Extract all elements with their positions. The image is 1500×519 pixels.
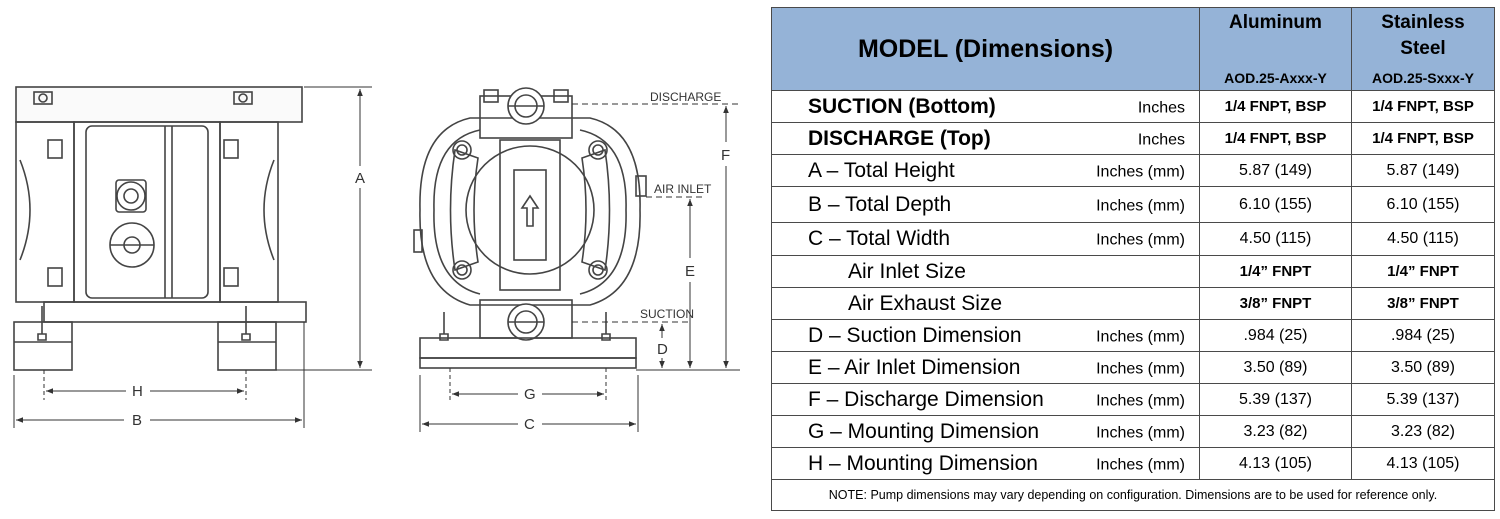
- row-unit: Inches (mm): [1096, 196, 1185, 214]
- table-row: Air Inlet Size 1/4” FNPT 1/4” FNPT: [771, 255, 1495, 288]
- stainless-value: 6.10 (155): [1351, 186, 1495, 223]
- row-label: B – Total Depth: [808, 192, 952, 216]
- stainless-material-label-line1: Stainless: [1381, 12, 1465, 33]
- row-label: F – Discharge Dimension: [808, 387, 1044, 411]
- row-label: DISCHARGE (Top): [808, 126, 991, 150]
- row-unit: Inches: [1137, 98, 1185, 116]
- stainless-header: Stainless Steel AOD.25-Sxxx-Y: [1351, 7, 1495, 91]
- side-view-dimensions: [13, 86, 372, 428]
- aluminum-value: 6.10 (155): [1199, 186, 1352, 223]
- stainless-value: 1/4 FNPT, BSP: [1351, 90, 1495, 123]
- row-unit: Inches (mm): [1096, 327, 1185, 345]
- row-label: E – Air Inlet Dimension: [808, 355, 1021, 379]
- dimension-label-b: B: [132, 412, 142, 429]
- aluminum-value: 1/4” FNPT: [1199, 255, 1352, 288]
- row-label: C – Total Width: [808, 227, 951, 250]
- stainless-model-code: AOD.25-Sxxx-Y: [1372, 70, 1474, 86]
- aluminum-value: 3/8” FNPT: [1199, 287, 1352, 320]
- note-row: NOTE: Pump dimensions may vary depending…: [771, 479, 1495, 511]
- side-view: [13, 86, 307, 371]
- table-row: C – Total Width Inches (mm) 4.50 (115) 4.…: [771, 222, 1495, 256]
- table-row: F – Discharge Dimension Inches (mm) 5.39 …: [771, 383, 1495, 416]
- table-row: E – Air Inlet Dimension Inches (mm) 3.50 …: [771, 351, 1495, 384]
- table-note: NOTE: Pump dimensions may vary depending…: [771, 479, 1495, 511]
- stainless-value: 1/4” FNPT: [1351, 255, 1495, 288]
- aluminum-value: 1/4 FNPT, BSP: [1199, 90, 1352, 123]
- row-label: H – Mounting Dimension: [808, 451, 1038, 475]
- front-view-dimensions: [419, 103, 740, 432]
- table-row: DISCHARGE (Top) Inches 1/4 FNPT, BSP 1/4 …: [771, 122, 1495, 155]
- aluminum-value: 3.23 (82): [1199, 415, 1352, 448]
- aluminum-value: 4.50 (115): [1199, 222, 1352, 256]
- aluminum-value: 5.87 (149): [1199, 154, 1352, 187]
- table-row: SUCTION (Bottom) Inches 1/4 FNPT, BSP 1/4…: [771, 90, 1495, 123]
- table-row: H – Mounting Dimension Inches (mm) 4.13 (…: [771, 447, 1495, 480]
- table-row: Air Exhaust Size 3/8” FNPT 3/8” FNPT: [771, 287, 1495, 320]
- pump-dimension-drawing: DISCHARGE AIR INLET SUCTION A F E D H B …: [13, 86, 740, 433]
- table-row: D – Suction Dimension Inches (mm) .984 (2…: [771, 319, 1495, 352]
- model-header: MODEL (Dimensions): [771, 7, 1200, 91]
- dimension-label-g: G: [524, 386, 536, 403]
- dimension-label-f: F: [721, 147, 730, 164]
- dimension-label-d: D: [657, 341, 668, 358]
- stainless-value: 5.87 (149): [1351, 154, 1495, 187]
- aluminum-value: 4.13 (105): [1199, 447, 1352, 480]
- stainless-value: .984 (25): [1351, 319, 1495, 352]
- stainless-value: 3/8” FNPT: [1351, 287, 1495, 320]
- aluminum-value: 5.39 (137): [1199, 383, 1352, 416]
- row-unit: Inches (mm): [1096, 455, 1185, 473]
- stainless-value: 3.50 (89): [1351, 351, 1495, 384]
- stainless-value: 5.39 (137): [1351, 383, 1495, 416]
- row-unit: Inches (mm): [1096, 162, 1185, 180]
- dimension-label-a: A: [355, 170, 365, 187]
- row-unit: Inches (mm): [1096, 231, 1185, 249]
- aluminum-material-label: Aluminum: [1229, 12, 1322, 33]
- table-row: B – Total Depth Inches (mm) 6.10 (155) 6.…: [771, 186, 1495, 223]
- row-label: D – Suction Dimension: [808, 323, 1022, 347]
- stainless-material-label-line2: Steel: [1400, 38, 1446, 59]
- table-header-row: MODEL (Dimensions) Aluminum AOD.25-Axxx-…: [771, 7, 1495, 91]
- table-row: A – Total Height Inches (mm) 5.87 (149) 5…: [771, 154, 1495, 187]
- aluminum-value: 3.50 (89): [1199, 351, 1352, 384]
- row-unit: Inches (mm): [1096, 391, 1185, 409]
- row-label: Air Inlet Size: [848, 259, 966, 283]
- row-label: SUCTION (Bottom): [808, 94, 996, 118]
- row-label: A – Total Height: [808, 158, 955, 182]
- row-label: G – Mounting Dimension: [808, 419, 1040, 443]
- aluminum-model-code: AOD.25-Axxx-Y: [1224, 70, 1327, 86]
- callout-air-inlet: AIR INLET: [654, 182, 712, 196]
- dimension-label-c: C: [524, 416, 535, 433]
- row-unit: Inches (mm): [1096, 359, 1185, 377]
- stainless-value: 4.50 (115): [1351, 222, 1495, 256]
- aluminum-value: .984 (25): [1199, 319, 1352, 352]
- stainless-value: 1/4 FNPT, BSP: [1351, 122, 1495, 155]
- dimension-spec-table: MODEL (Dimensions) Aluminum AOD.25-Axxx-…: [771, 7, 1495, 511]
- row-unit: Inches (mm): [1096, 423, 1185, 441]
- aluminum-header: Aluminum AOD.25-Axxx-Y: [1199, 7, 1352, 91]
- table-row: G – Mounting Dimension Inches (mm) 3.23 (…: [771, 415, 1495, 448]
- aluminum-value: 1/4 FNPT, BSP: [1199, 122, 1352, 155]
- front-view: [413, 87, 647, 369]
- callout-discharge: DISCHARGE: [650, 90, 721, 104]
- row-label: Air Exhaust Size: [848, 291, 1003, 315]
- dimension-label-e: E: [685, 263, 695, 280]
- callout-suction: SUCTION: [640, 307, 694, 321]
- row-unit: Inches: [1137, 130, 1185, 148]
- stainless-value: 4.13 (105): [1351, 447, 1495, 480]
- stainless-value: 3.23 (82): [1351, 415, 1495, 448]
- dimension-label-h: H: [132, 383, 143, 400]
